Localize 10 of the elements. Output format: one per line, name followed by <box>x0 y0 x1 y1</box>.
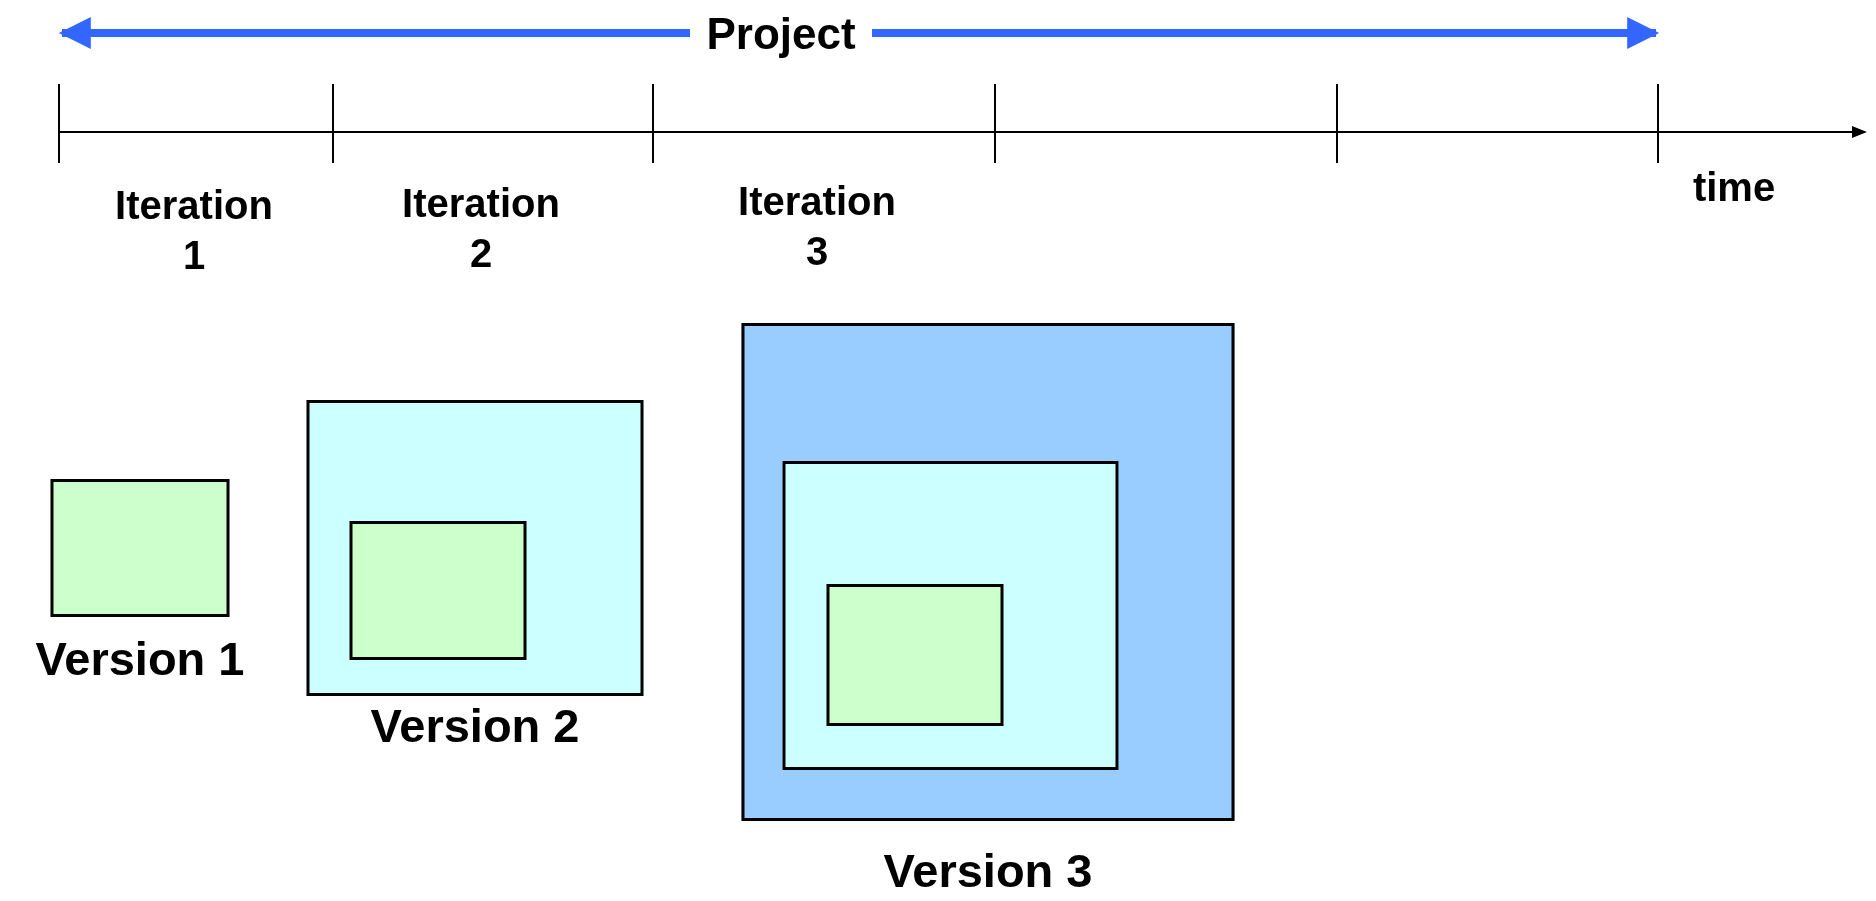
axis-label: Iteration 1 <box>114 182 274 279</box>
axis-label: time <box>1692 164 1776 211</box>
axis-label: Iteration 3 <box>737 178 897 275</box>
component-box <box>782 461 1119 770</box>
axis-label: Iteration 2 <box>401 180 561 277</box>
version-label: Version 2 <box>370 702 580 749</box>
version-label: Version 3 <box>883 847 1093 894</box>
component-box <box>826 584 1004 726</box>
version-label: Version 1 <box>35 635 245 682</box>
component-box <box>349 521 527 660</box>
